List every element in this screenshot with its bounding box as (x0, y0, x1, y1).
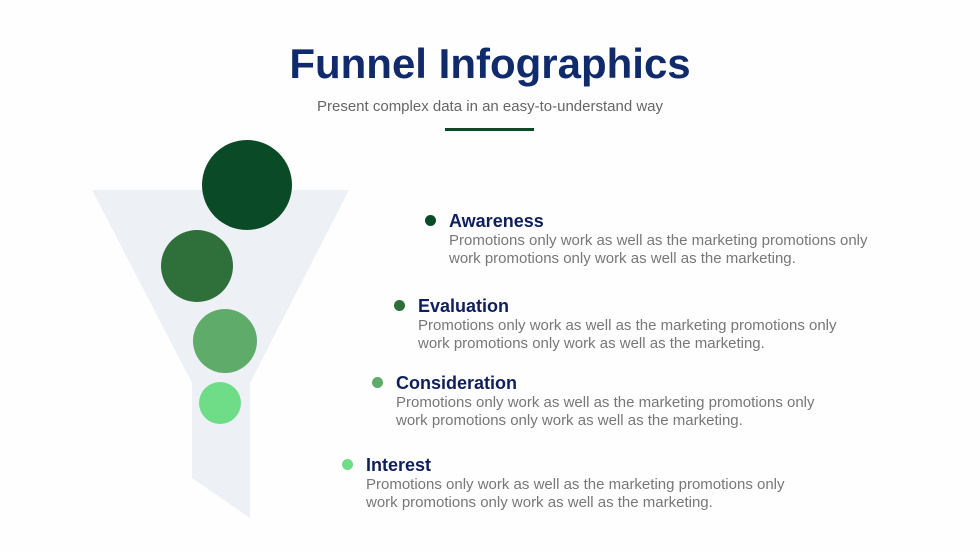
bullet-dot (425, 215, 436, 226)
stage-title: Evaluation (418, 296, 510, 316)
page-subtitle: Present complex data in an easy-to-under… (316, 98, 664, 115)
stage-consideration: Consideration Promotions only work as we… (372, 372, 836, 430)
bullet-dot (342, 459, 353, 470)
stage-text: Promotions only work as well as the mark… (396, 394, 815, 429)
stage-text: Promotions only work as well as the mark… (449, 232, 868, 267)
stage-text: Promotions only work as well as the mark… (366, 476, 785, 511)
title-divider (445, 128, 534, 131)
stage-evaluation: Evaluation Promotions only work as well … (394, 295, 858, 353)
stage-awareness: Awareness Promotions only work as well a… (425, 210, 889, 268)
stage-circle-consideration (193, 309, 257, 373)
stage-circle-evaluation (161, 230, 233, 302)
stage-text: Promotions only work as well as the mark… (418, 317, 837, 352)
stage-circle-interest (199, 382, 241, 424)
bullet-dot (394, 300, 405, 311)
stage-interest: Interest Promotions only work as well as… (342, 454, 806, 512)
stage-title: Consideration (396, 373, 518, 393)
page-title: Funnel Infographics (289, 40, 691, 87)
bullet-dot (372, 377, 383, 388)
stage-title: Interest (366, 455, 432, 475)
stage-circle-awareness (202, 140, 292, 230)
stage-title: Awareness (449, 211, 544, 231)
